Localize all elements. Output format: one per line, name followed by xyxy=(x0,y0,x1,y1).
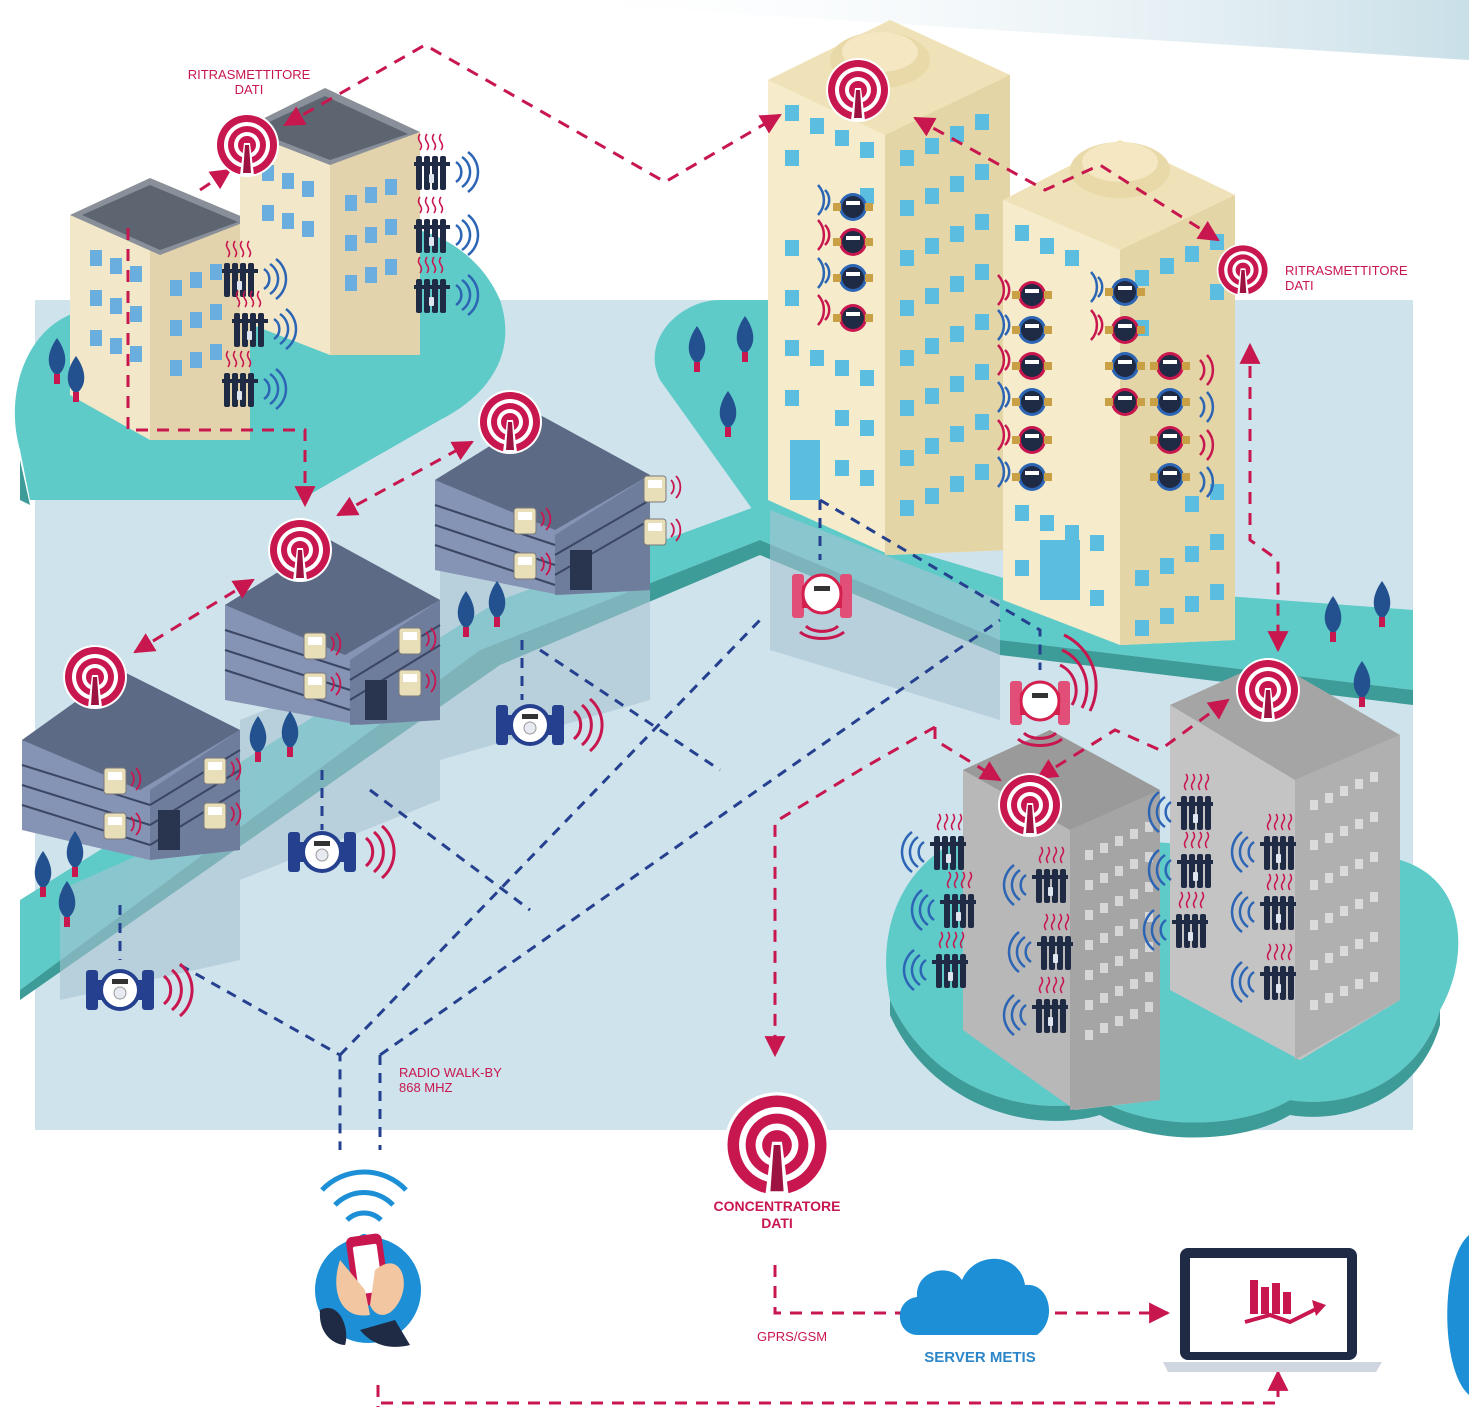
label-line: RITRASMETTITORE xyxy=(187,67,311,82)
repeater-data-links xyxy=(126,43,1289,1407)
server-label: SERVER METIS xyxy=(924,1349,1036,1366)
antenna-icon xyxy=(1236,658,1300,722)
antenna-icon xyxy=(63,645,127,709)
gprs-label: GPRS/GSM xyxy=(757,1329,828,1344)
residential-windows xyxy=(90,165,397,376)
cloud-icon xyxy=(899,1258,1050,1335)
concentrator-antenna xyxy=(724,1092,830,1198)
label-line: RITRASMETTITORE xyxy=(1285,263,1408,278)
repeater-right-label: RITRASMETTITORE DATI xyxy=(1285,263,1425,293)
antenna-icon xyxy=(724,1092,830,1198)
walkby-smartphone xyxy=(315,1169,421,1347)
label-line: RADIO WALK-BY xyxy=(399,1065,502,1080)
building-office-1 xyxy=(21,670,241,860)
antenna-icon xyxy=(1216,243,1270,297)
label-line: DATI xyxy=(1285,278,1314,293)
label-line: 868 MHZ xyxy=(399,1080,453,1095)
label-line: DATI xyxy=(761,1215,793,1231)
walkby-radio-links xyxy=(118,498,1042,1150)
tower-meter-waves xyxy=(817,184,1215,498)
sky-band xyxy=(520,0,1469,60)
repeater-top-left-label: RITRASMETTITORE DATI xyxy=(174,67,324,97)
antenna-icon xyxy=(478,390,542,454)
building-office-2 xyxy=(224,540,441,725)
label-line: CONCENTRATORE xyxy=(713,1198,841,1214)
tower-left xyxy=(768,20,1010,555)
concentrator-label: CONCENTRATORE DATI xyxy=(697,1198,857,1232)
building-office-3 xyxy=(434,415,651,595)
antenna-icon xyxy=(826,58,890,122)
laptop-icon xyxy=(1163,1248,1382,1372)
walkby-label: RADIO WALK-BY 868 MHZ xyxy=(399,1065,559,1095)
antenna-icon xyxy=(215,113,279,177)
antenna-icon xyxy=(998,773,1062,837)
edge-circle xyxy=(1447,1235,1469,1395)
gray-tower-windows xyxy=(1085,772,1378,1040)
tower-windows xyxy=(785,105,1224,636)
antenna-icon xyxy=(268,518,332,582)
label-line: DATI xyxy=(234,82,264,97)
